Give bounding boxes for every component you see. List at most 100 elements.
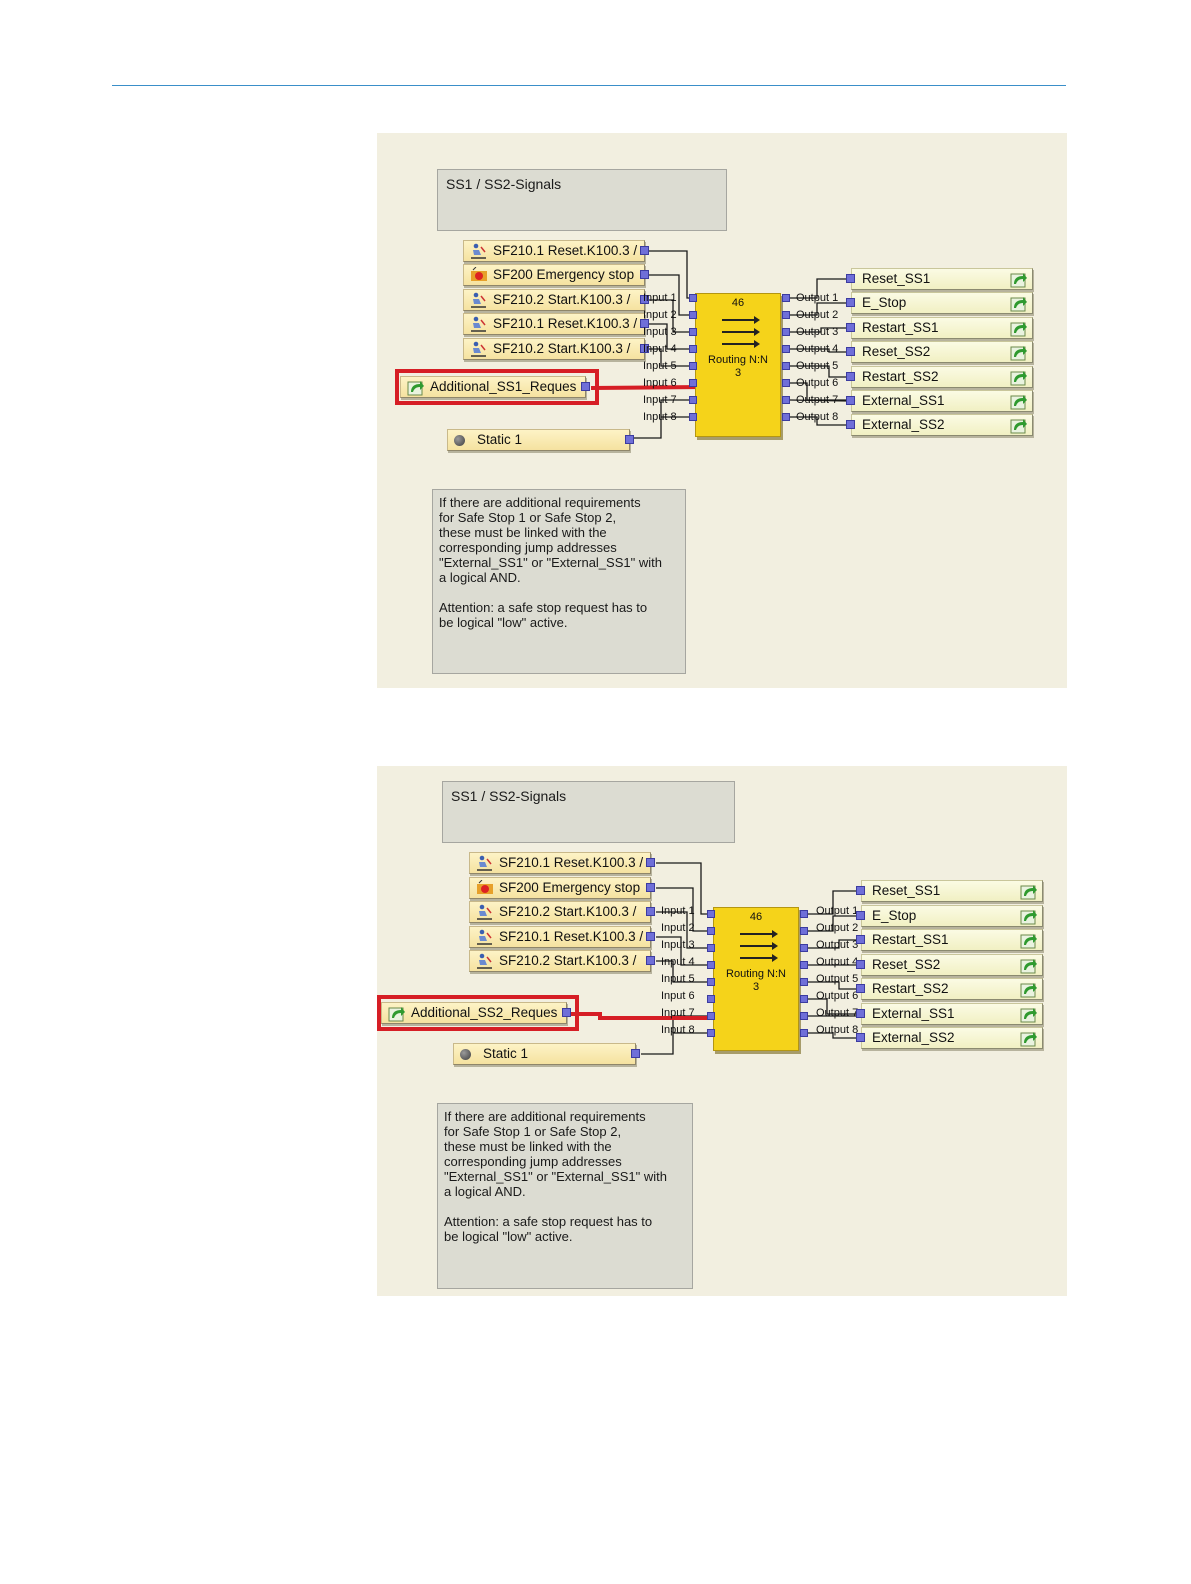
input-signal[interactable]: SF200 Emergency stop bbox=[469, 877, 655, 899]
block-input-port[interactable] bbox=[707, 944, 715, 952]
block-output-port[interactable] bbox=[782, 328, 790, 336]
output-port[interactable] bbox=[646, 932, 655, 941]
block-output-port[interactable] bbox=[782, 311, 790, 319]
block-output-port[interactable] bbox=[782, 362, 790, 370]
output-jump-label: Reset_SS1 bbox=[872, 883, 941, 898]
additional-request-signal[interactable]: Additional_SS1_Reques bbox=[400, 376, 590, 398]
input-port[interactable] bbox=[846, 347, 855, 356]
input-port[interactable] bbox=[846, 420, 855, 429]
input-port[interactable] bbox=[856, 1009, 865, 1018]
block-output-port[interactable] bbox=[800, 995, 808, 1003]
block-input-port[interactable] bbox=[707, 1029, 715, 1037]
block-input-port[interactable] bbox=[689, 328, 697, 336]
block-input-port[interactable] bbox=[689, 362, 697, 370]
block-input-port[interactable] bbox=[689, 396, 697, 404]
output-port-label: Output 2 bbox=[796, 309, 839, 321]
output-jump[interactable]: External_SS2 bbox=[856, 1027, 1043, 1049]
output-port[interactable] bbox=[646, 956, 655, 965]
output-jump[interactable]: External_SS1 bbox=[846, 390, 1033, 412]
output-jump[interactable]: Restart_SS2 bbox=[856, 978, 1043, 1000]
output-port-label: Output 3 bbox=[816, 939, 859, 951]
static-signal[interactable]: Static 1 bbox=[453, 1043, 640, 1065]
block-input-port[interactable] bbox=[707, 910, 715, 918]
output-jump[interactable]: Reset_SS2 bbox=[856, 954, 1043, 976]
output-jump[interactable]: Restart_SS1 bbox=[856, 929, 1043, 951]
static-signal[interactable]: Static 1 bbox=[447, 429, 634, 451]
input-signal[interactable]: SF210.2 Start.K100.3 / bbox=[463, 338, 649, 360]
block-input-port[interactable] bbox=[689, 294, 697, 302]
output-port[interactable] bbox=[631, 1049, 640, 1058]
input-signal[interactable]: SF200 Emergency stop bbox=[463, 264, 649, 286]
input-port[interactable] bbox=[856, 935, 865, 944]
output-jump[interactable]: Reset_SS1 bbox=[846, 268, 1033, 290]
input-port[interactable] bbox=[846, 274, 855, 283]
block-input-port[interactable] bbox=[707, 1012, 715, 1020]
header-rule bbox=[112, 85, 1066, 86]
input-signal[interactable]: SF210.1 Reset.K100.3 / bbox=[469, 926, 655, 948]
block-input-port[interactable] bbox=[707, 961, 715, 969]
block-output-port[interactable] bbox=[800, 1012, 808, 1020]
output-port[interactable] bbox=[581, 382, 590, 391]
group-title-box: SS1 / SS2-Signals bbox=[442, 781, 735, 843]
input-port[interactable] bbox=[856, 911, 865, 920]
output-port[interactable] bbox=[640, 295, 649, 304]
block-output-port[interactable] bbox=[782, 379, 790, 387]
output-jump[interactable]: External_SS1 bbox=[856, 1003, 1043, 1025]
output-port[interactable] bbox=[640, 246, 649, 255]
output-port[interactable] bbox=[625, 435, 634, 444]
input-signal[interactable]: SF210.1 Reset.K100.3 / bbox=[469, 852, 655, 874]
additional-request-label: Additional_SS2_Reques bbox=[411, 1005, 558, 1020]
output-jump[interactable]: E_Stop bbox=[856, 905, 1043, 927]
output-port[interactable] bbox=[646, 858, 655, 867]
block-input-port[interactable] bbox=[689, 345, 697, 353]
block-output-port[interactable] bbox=[800, 927, 808, 935]
output-port[interactable] bbox=[640, 270, 649, 279]
block-output-port[interactable] bbox=[782, 396, 790, 404]
input-signal[interactable]: SF210.1 Reset.K100.3 / bbox=[463, 313, 649, 335]
input-signal[interactable]: SF210.1 Reset.K100.3 / bbox=[463, 240, 649, 262]
output-jump[interactable]: Reset_SS2 bbox=[846, 341, 1033, 363]
input-port-label: Input 3 bbox=[643, 326, 677, 338]
input-signal[interactable]: SF210.2 Start.K100.3 / bbox=[469, 950, 655, 972]
block-input-port[interactable] bbox=[689, 413, 697, 421]
block-input-port[interactable] bbox=[707, 978, 715, 986]
input-port[interactable] bbox=[856, 984, 865, 993]
output-port[interactable] bbox=[646, 907, 655, 916]
output-jump[interactable]: Restart_SS2 bbox=[846, 366, 1033, 388]
output-port[interactable] bbox=[646, 883, 655, 892]
block-output-port[interactable] bbox=[800, 944, 808, 952]
block-output-port[interactable] bbox=[782, 294, 790, 302]
output-port[interactable] bbox=[640, 344, 649, 353]
input-signal[interactable]: SF210.2 Start.K100.3 / bbox=[469, 901, 655, 923]
output-jump[interactable]: E_Stop bbox=[846, 292, 1033, 314]
output-port[interactable] bbox=[640, 319, 649, 328]
input-port[interactable] bbox=[846, 298, 855, 307]
block-input-port[interactable] bbox=[689, 311, 697, 319]
output-port-label: Output 5 bbox=[816, 973, 859, 985]
block-output-port[interactable] bbox=[800, 978, 808, 986]
block-output-port[interactable] bbox=[800, 1029, 808, 1037]
additional-request-signal[interactable]: Additional_SS2_Reques bbox=[381, 1002, 571, 1024]
input-port[interactable] bbox=[856, 960, 865, 969]
output-port[interactable] bbox=[562, 1008, 571, 1017]
input-port[interactable] bbox=[846, 323, 855, 332]
output-jump[interactable]: Reset_SS1 bbox=[856, 880, 1043, 902]
block-output-port[interactable] bbox=[800, 961, 808, 969]
output-jump[interactable]: External_SS2 bbox=[846, 414, 1033, 436]
block-input-port[interactable] bbox=[707, 995, 715, 1003]
additional-request-label: Additional_SS1_Reques bbox=[430, 379, 577, 394]
block-input-port[interactable] bbox=[707, 927, 715, 935]
block-output-port[interactable] bbox=[800, 910, 808, 918]
input-port-label: Input 8 bbox=[643, 411, 677, 423]
block-output-port[interactable] bbox=[782, 345, 790, 353]
output-jump[interactable]: Restart_SS1 bbox=[846, 317, 1033, 339]
input-port[interactable] bbox=[856, 1033, 865, 1042]
block-output-port[interactable] bbox=[782, 413, 790, 421]
input-port[interactable] bbox=[846, 372, 855, 381]
input-port[interactable] bbox=[856, 886, 865, 895]
input-port[interactable] bbox=[846, 396, 855, 405]
input-signal[interactable]: SF210.2 Start.K100.3 / bbox=[463, 289, 649, 311]
block-input-port[interactable] bbox=[689, 379, 697, 387]
